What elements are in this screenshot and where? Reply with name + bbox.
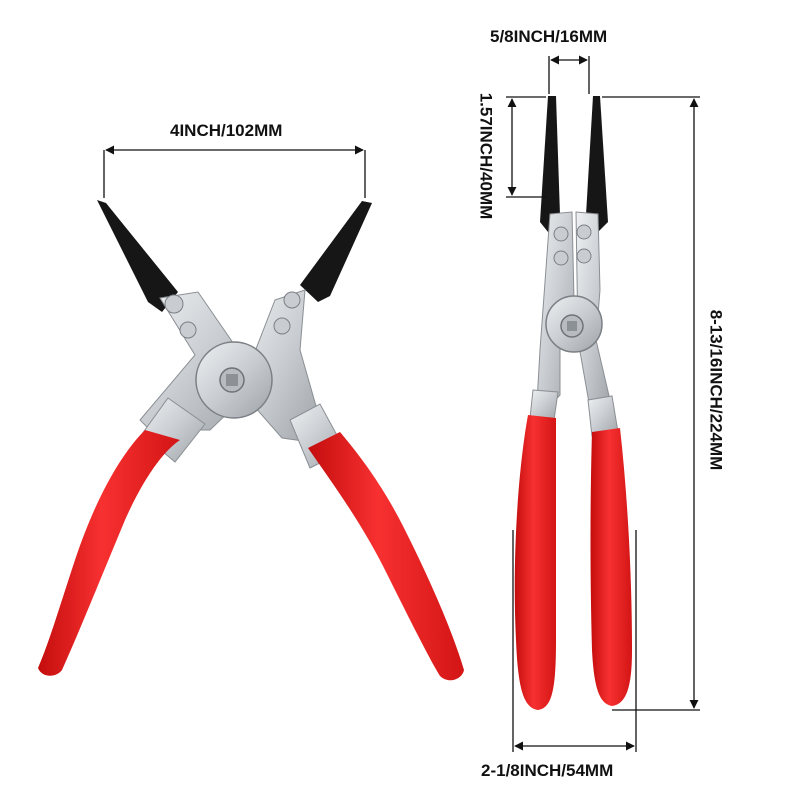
left-ferrule [529, 389, 559, 421]
rivet [576, 248, 592, 264]
right-long-jaw [586, 96, 608, 232]
rivet [179, 321, 197, 339]
left-long-jaw [540, 96, 560, 232]
left-handle [38, 430, 180, 676]
rivet [283, 291, 301, 309]
open-pliers-icon [38, 200, 464, 681]
open-width-label: 4INCH/102MM [170, 121, 283, 140]
tip-width-label: 5/8INCH/16MM [490, 27, 608, 46]
closed-pliers-icon [514, 96, 632, 710]
left-handle [514, 415, 556, 710]
rivet [273, 317, 291, 335]
rivet [553, 250, 569, 266]
right-handle [590, 428, 632, 706]
left-jaw [97, 200, 178, 312]
right-jaw [300, 201, 372, 302]
rivet [164, 294, 184, 314]
rivet [576, 224, 592, 240]
pivot-hex [567, 321, 577, 331]
total-length-label: 8-13/16INCH/224MM [706, 309, 726, 471]
rivet [553, 226, 569, 242]
jaw-length-label: 1.57INCH/40MM [476, 92, 496, 220]
pivot-hex [226, 374, 238, 386]
right-handle [308, 432, 464, 681]
handle-width-label: 2-1/8INCH/54MM [481, 761, 614, 780]
dimension-lines [103, 55, 700, 752]
